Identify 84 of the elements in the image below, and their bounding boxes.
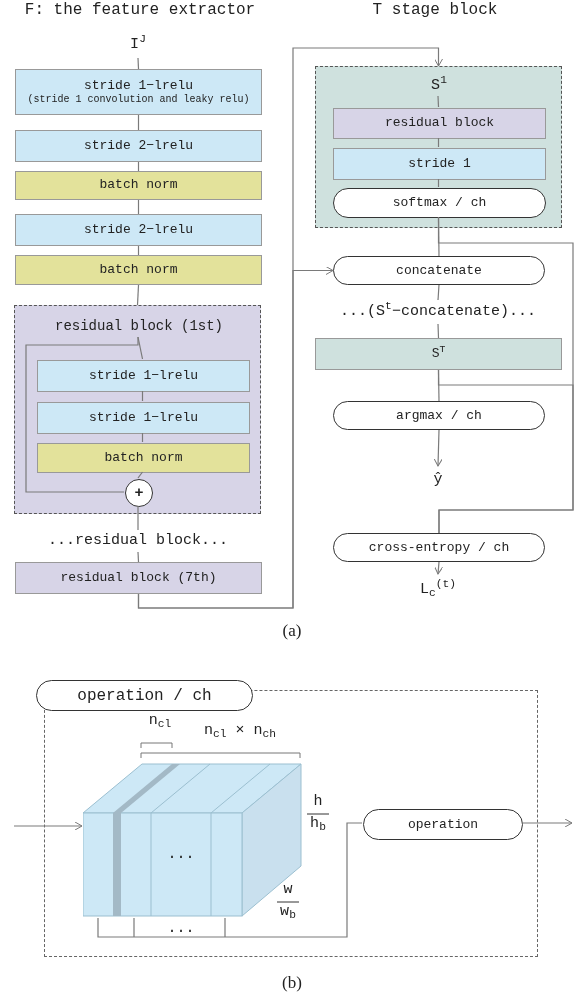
rounded-box [333,401,545,430]
connector-line [437,369,440,402]
math-label: h [312,793,324,812]
math-symbol: I$^{J}$ [113,32,163,58]
arrow [13,821,83,831]
process-box [15,562,262,594]
box-label: cross-entropy / ch [368,538,510,557]
process-box [37,402,250,434]
column-title: F: the feature extractor [23,0,257,20]
math-label: ... [166,846,196,865]
math-label: n$_{cl}$ [147,712,173,731]
rounded-box [333,533,545,562]
process-box [333,148,546,180]
math-symbol: S$^{1}$ [419,75,459,97]
connector-line [137,551,140,563]
box-label: stride 1 [408,155,471,173]
box-label: batch norm [104,449,183,467]
box-label: stride 1−lrelu [88,367,199,385]
box-label: argmax / ch [396,406,482,425]
box-label: stride 2−lrelu [83,221,194,239]
connector-line [137,199,140,215]
rounded-box [363,809,523,840]
process-box [15,130,262,162]
process-box [333,108,546,139]
box-note: (stride 1 convolution and leaky relu) [27,93,250,107]
box-label: residual block [384,115,495,132]
rounded-box [333,188,546,218]
text-label: ...residual block... [40,530,236,552]
rounded-box [36,680,253,711]
dashed-group-box [315,66,562,228]
connector-line [137,114,140,131]
connector-line [437,284,440,301]
math-label: w [282,881,294,900]
connector-line [141,390,144,402]
box-label: batch norm [99,261,178,279]
process-box [15,255,262,285]
connector-line [137,471,144,479]
box-label: concatenate [396,261,482,280]
plus-sign: + [134,485,144,501]
box-label: stride 2−lrelu [83,137,194,155]
box-label: S$^{T}$ [431,345,446,363]
process-box [15,214,262,246]
process-box [315,338,562,370]
connector-line [437,95,440,108]
connector-line [437,323,440,339]
math-label: ... [166,920,196,939]
connector-line [97,822,363,938]
math-label: h$_{b}$ [309,815,327,834]
column-title: T stage block [371,0,499,20]
dashed-group-box [44,690,538,957]
dashed-group-box [14,305,261,514]
panel-caption: (b) [281,972,303,994]
connector-line [137,505,139,531]
math-label: w$_{b}$ [279,903,297,922]
connector-line [137,245,140,256]
connector-line [437,137,440,148]
box-label: stride 1−lrelu [88,409,199,427]
connector-line [25,336,139,493]
arrow [434,561,444,575]
math-symbol: ŷ [423,466,453,494]
text-label: ...(S$^{t}$−concatenate)... [326,300,550,324]
connector-line [137,161,140,172]
panel-caption: (a) [281,620,303,642]
connector-line [141,432,144,443]
process-box [15,171,262,200]
rounded-box [333,256,545,285]
box-label: operation / ch [77,685,212,707]
box-label: batch norm [99,177,178,194]
math-label: n$_{cl}$ × n$_{ch}$ [202,722,278,741]
box-label: residual block (7th) [60,569,217,587]
tensor-cube-drawing [83,761,305,919]
box-label: stride 1−lrelu [83,77,194,94]
arrow [521,818,573,828]
group-heading: residual block (1st) [35,314,243,338]
arrow [137,266,334,609]
connector-line [136,284,140,306]
connector-line [137,57,140,70]
process-box [37,360,250,392]
process-box [15,69,262,115]
arrow [433,429,443,467]
box-label: operation [407,815,479,834]
box-label: softmax / ch [392,194,487,213]
connector-line [437,178,440,188]
process-box [37,443,250,473]
